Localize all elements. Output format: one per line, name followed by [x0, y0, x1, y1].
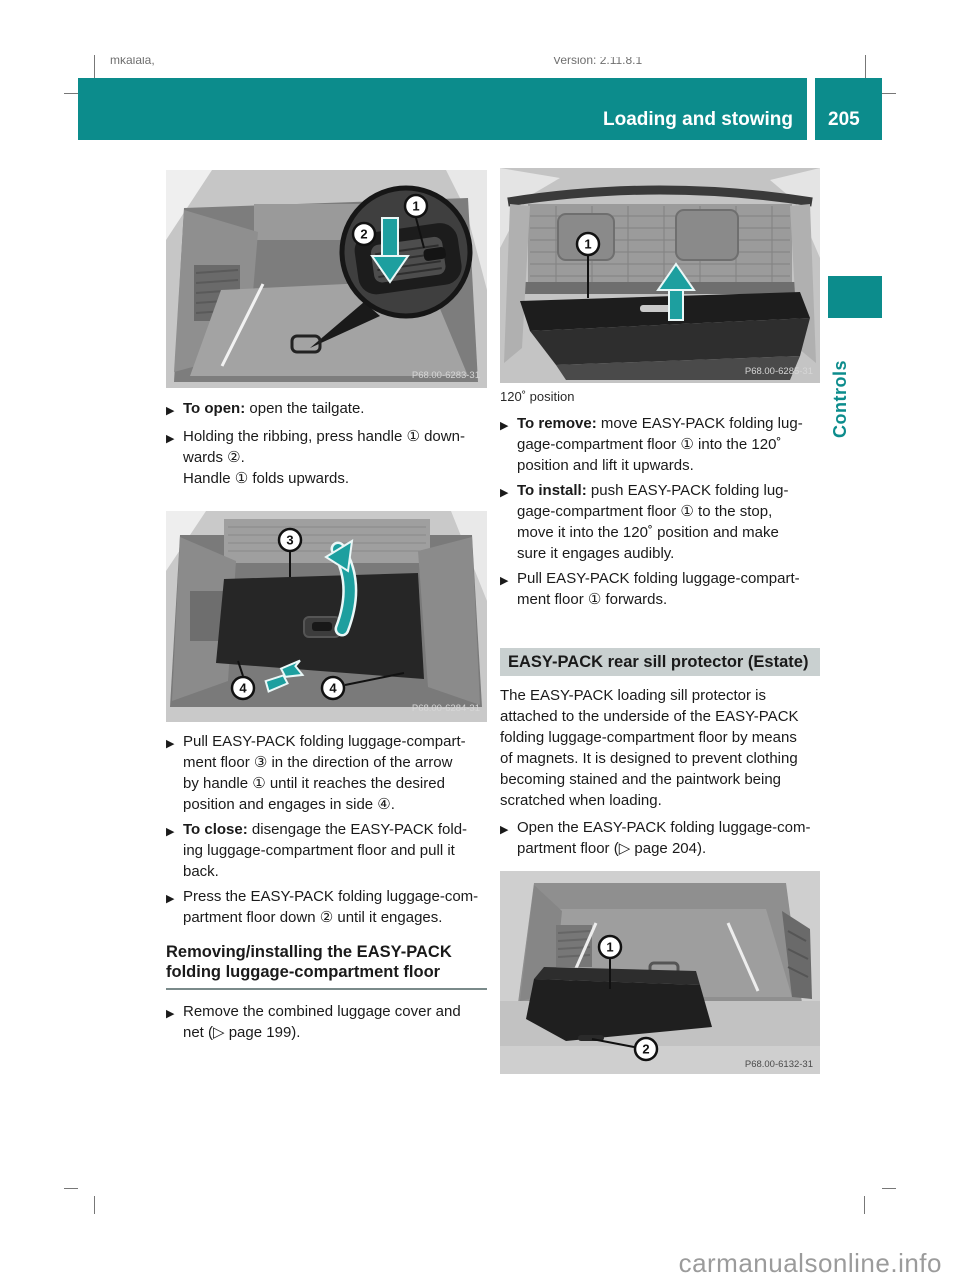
svg-text:3: 3: [286, 533, 293, 548]
section-heading-sill-protector: EASY-PACK rear sill protector (Estate): [500, 648, 820, 676]
callout-4b: 4: [320, 675, 346, 701]
bullet-triangle-icon: ▶: [166, 893, 175, 905]
meta-version: Version: 2.11.8.1: [553, 57, 643, 67]
crop-mark: [864, 1196, 865, 1214]
bullet-triangle-icon: ▶: [500, 824, 509, 836]
list-item: ▶ To install: push EASY-PACK folding lug-…: [500, 480, 820, 564]
callout-1: 1: [575, 231, 601, 257]
crop-mark: [882, 93, 896, 94]
bullet-triangle-icon: ▶: [500, 575, 509, 587]
trunk-120-position-photo: 1 P68.00-6285-31: [500, 168, 820, 383]
section-heading-removing: Removing/installing the EASY-PACK foldin…: [166, 942, 487, 990]
bullet-text: To close: disengage the EASY-PACK fold- …: [183, 821, 468, 880]
bullet-triangle-icon: ▶: [166, 826, 175, 838]
callout-4a: 4: [230, 675, 256, 701]
chrome-rail: [220, 283, 265, 367]
crop-mark: [882, 1188, 896, 1189]
bullet-lead: To remove:: [517, 415, 597, 432]
trunk-handle-photo: 1 2 P68.00-6283-31: [166, 170, 487, 388]
bullet-triangle-icon: ▶: [500, 420, 509, 432]
list-item: ▶ Pull EASY-PACK folding luggage-compart-…: [166, 731, 487, 815]
page-number: 205: [828, 109, 860, 130]
bullet-list-open-floor: ▶ Open the EASY-PACK folding luggage-com-…: [500, 817, 820, 859]
svg-text:2: 2: [360, 227, 367, 242]
bullet-list-remove-install: ▶ To remove: move EASY-PACK folding lug- …: [500, 413, 820, 610]
taillight: [782, 911, 812, 999]
bullet-text: Pull EASY-PACK folding luggage-compart- …: [517, 570, 800, 608]
callout-1: 1: [403, 193, 429, 219]
chapter-header-bar: Loading and stowing: [78, 78, 807, 140]
bullet-triangle-icon: ▶: [500, 487, 509, 499]
figure-code: P68.00-6285-31: [745, 366, 813, 377]
trunk-folding-floor-photo: 3 4 4 P68.00-6284-31: [166, 511, 487, 722]
list-item: ▶ To remove: move EASY-PACK folding lug- …: [500, 413, 820, 476]
callout-3: 3: [277, 527, 303, 553]
crop-mark: [94, 55, 95, 78]
figure-code: P68.00-6132-31: [745, 1059, 813, 1070]
sill-protector-mat: [526, 979, 712, 1041]
tailgate-frame: [507, 185, 813, 207]
list-item: ▶ To open: open the tailgate.: [166, 398, 487, 422]
list-item: ▶ Remove the combined luggage cover and n…: [166, 1001, 487, 1043]
list-item: ▶ Pull EASY-PACK folding luggage-compart-…: [500, 568, 820, 610]
bullet-lead: To open:: [183, 400, 246, 417]
trunk-sill-protector-photo: 1 2 P68.00-6132-31: [500, 871, 820, 1074]
callout-2: 2: [633, 1036, 659, 1062]
bullet-text: Pull EASY-PACK folding luggage-compart- …: [183, 733, 466, 813]
page-number-box: 205: [815, 78, 882, 140]
bullet-text: To remove: move EASY-PACK folding lug- g…: [517, 415, 803, 474]
watermark: carmanualsonline.info: [678, 1248, 942, 1278]
svg-text:4: 4: [329, 681, 337, 696]
bullet-lead: To close:: [183, 821, 248, 838]
bullet-list-open: ▶ To open: open the tailgate. ▶ Holding the…: [166, 398, 487, 489]
svg-text:1: 1: [584, 237, 591, 252]
callout-1: 1: [597, 934, 623, 960]
floor-handle: [290, 334, 322, 354]
section-tab-label: Controls: [830, 360, 850, 438]
bullet-list-remove-cover: ▶ Remove the combined luggage cover and n…: [166, 1001, 487, 1043]
crop-mark: [865, 55, 866, 78]
left-column: 1 2 P68.00-6283-31 ▶ To open: open the ta…: [166, 170, 487, 1047]
list-item: ▶ Press the EASY-PACK folding luggage-com…: [166, 886, 487, 928]
chapter-title: Loading and stowing: [603, 109, 793, 130]
bullet-triangle-icon: ▶: [166, 1008, 175, 1020]
bullet-text: Holding the ribbing, press handle ① down…: [183, 428, 465, 487]
svg-text:4: 4: [239, 681, 247, 696]
bullet-lead: To install:: [517, 482, 587, 499]
sill-protector-paragraph: The EASY-PACK loading sill protector is …: [500, 687, 799, 809]
down-arrow-icon: [370, 217, 410, 284]
figure-120-position: 1 P68.00-6285-31: [500, 168, 820, 383]
list-item: ▶ Open the EASY-PACK folding luggage-com-…: [500, 817, 820, 859]
section-tab-marker: [828, 276, 882, 318]
bullet-triangle-icon: ▶: [166, 433, 175, 445]
up-arrow-icon: [656, 262, 696, 321]
list-item: ▶ To close: disengage the EASY-PACK fold-…: [166, 819, 487, 882]
svg-text:1: 1: [606, 940, 613, 955]
small-up-arrow-icon: [264, 659, 305, 693]
figure-open-handle: 1 2 P68.00-6283-31: [166, 170, 487, 388]
figure-folding-floor: 3 4 4 P68.00-6284-31: [166, 511, 487, 722]
crop-mark: [64, 1188, 78, 1189]
bullet-list-pull: ▶ Pull EASY-PACK folding luggage-compart-…: [166, 731, 487, 928]
bullet-text: Press the EASY-PACK folding luggage-com-…: [183, 888, 479, 926]
bullet-triangle-icon: ▶: [166, 738, 175, 750]
right-column: 1 P68.00-6285-31 120˚ position ▶ To remov…: [500, 168, 820, 1074]
bullet-text: To open: open the tailgate.: [183, 400, 365, 417]
meta-author: mkalala,: [110, 57, 155, 67]
list-item: ▶ Holding the ribbing, press handle ① dow…: [166, 426, 487, 489]
crop-mark: [64, 93, 78, 94]
figure-code: P68.00-6283-31: [412, 370, 480, 381]
curved-up-arrow-icon: [324, 539, 358, 637]
bullet-text: Remove the combined luggage cover and ne…: [183, 1003, 461, 1041]
crop-mark: [94, 1196, 95, 1214]
bullet-triangle-icon: ▶: [166, 405, 175, 417]
bullet-text: To install: push EASY-PACK folding lug- …: [517, 482, 789, 562]
figure-caption: 120˚ position: [500, 389, 575, 404]
svg-text:2: 2: [642, 1042, 649, 1057]
bullet-text: Open the EASY-PACK folding luggage-com- …: [517, 819, 811, 857]
figure-code: P68.00-6284-31: [412, 703, 480, 714]
svg-text:1: 1: [412, 199, 419, 214]
callout-2: 2: [351, 221, 377, 247]
figure-sill-protector: 1 2 P68.00-6132-31: [500, 871, 820, 1074]
